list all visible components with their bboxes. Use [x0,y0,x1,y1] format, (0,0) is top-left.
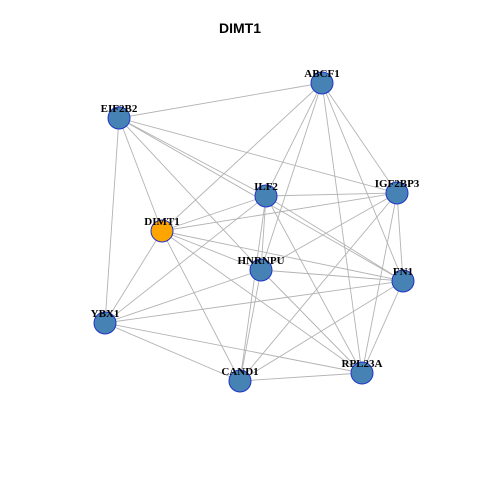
node-circle-dimt1 [150,219,174,243]
edge-igf2bp3-fn1 [396,192,404,282]
edge-hnrnpu-rpl23a [260,269,363,374]
edge-hnrnpu-fn1 [260,269,404,282]
node-circle-ybx1 [93,311,117,335]
edge-eif2b2-dimt1 [118,117,163,232]
node-igf2bp3: IGF2BP3 [375,178,420,205]
node-label-fn1: FN1 [393,266,413,278]
edge-ybx1-cand1 [104,322,241,382]
edge-fn1-cand1 [239,280,404,382]
edge-eif2b2-ybx1 [104,117,120,324]
edge-ilf2-ybx1 [104,195,267,324]
node-ybx1: YBX1 [91,308,120,335]
node-label-ybx1: YBX1 [91,308,120,320]
edge-abcf1-ilf2 [265,82,323,197]
node-circle-ilf2 [254,184,278,208]
edge-eif2b2-ilf2 [118,117,267,197]
edge-eif2b2-hnrnpu [118,117,262,271]
edge-fn1-ybx1 [104,280,404,324]
diagram-title: DIMT1 [219,20,261,36]
edge-igf2bp3-rpl23a [361,192,398,374]
edge-igf2bp3-dimt1 [161,192,398,232]
edge-abcf1-fn1 [321,82,404,282]
edge-abcf1-rpl23a [321,82,363,374]
edge-igf2bp3-hnrnpu [260,192,398,271]
node-label-dimt1: DIMT1 [144,216,179,228]
node-circle-eif2b2 [107,106,131,130]
node-rpl23a: RPL23A [342,358,383,385]
edge-ilf2-igf2bp3 [265,192,398,197]
node-label-eif2b2: EIF2B2 [101,103,138,115]
edge-dimt1-ybx1 [104,230,163,324]
node-label-hnrnpu: HNRNPU [237,255,284,267]
edge-hnrnpu-ybx1 [104,269,262,324]
node-label-rpl23a: RPL23A [342,358,383,370]
edge-ilf2-rpl23a [265,195,363,374]
node-dimt1: DIMT1 [144,216,180,243]
edge-fn1-rpl23a [361,280,404,374]
edge-abcf1-dimt1 [161,82,323,232]
edge-dimt1-cand1 [161,230,241,382]
edge-ybx1-rpl23a [104,322,363,374]
node-label-abcf1: ABCF1 [304,68,339,80]
edge-eif2b2-igf2bp3 [118,117,398,194]
node-circle-cand1 [228,369,252,393]
edge-eif2b2-abcf1 [118,82,323,119]
edge-abcf1-hnrnpu [260,82,323,271]
edge-dimt1-hnrnpu [161,230,262,271]
node-eif2b2: EIF2B2 [101,103,138,130]
edge-dimt1-rpl23a [161,230,363,374]
node-circle-rpl23a [350,361,374,385]
edges-layer [104,82,404,382]
node-circle-fn1 [391,269,415,293]
edge-hnrnpu-cand1 [239,269,262,382]
node-label-igf2bp3: IGF2BP3 [375,178,420,190]
node-circle-igf2bp3 [385,181,409,205]
node-abcf1: ABCF1 [304,68,340,95]
node-cand1: CAND1 [221,366,259,393]
node-fn1: FN1 [391,266,415,293]
node-ilf2: ILF2 [254,181,278,208]
edge-dimt1-fn1 [161,230,404,282]
edge-ilf2-hnrnpu [260,195,267,271]
edge-abcf1-igf2bp3 [321,82,398,194]
edge-igf2bp3-cand1 [239,192,398,382]
edge-cand1-rpl23a [239,372,363,382]
edge-ilf2-dimt1 [161,195,267,232]
node-label-cand1: CAND1 [221,366,258,378]
node-label-ilf2: ILF2 [254,181,278,193]
node-circle-abcf1 [310,71,334,95]
node-circle-hnrnpu [249,258,273,282]
node-hnrnpu: HNRNPU [237,255,285,282]
